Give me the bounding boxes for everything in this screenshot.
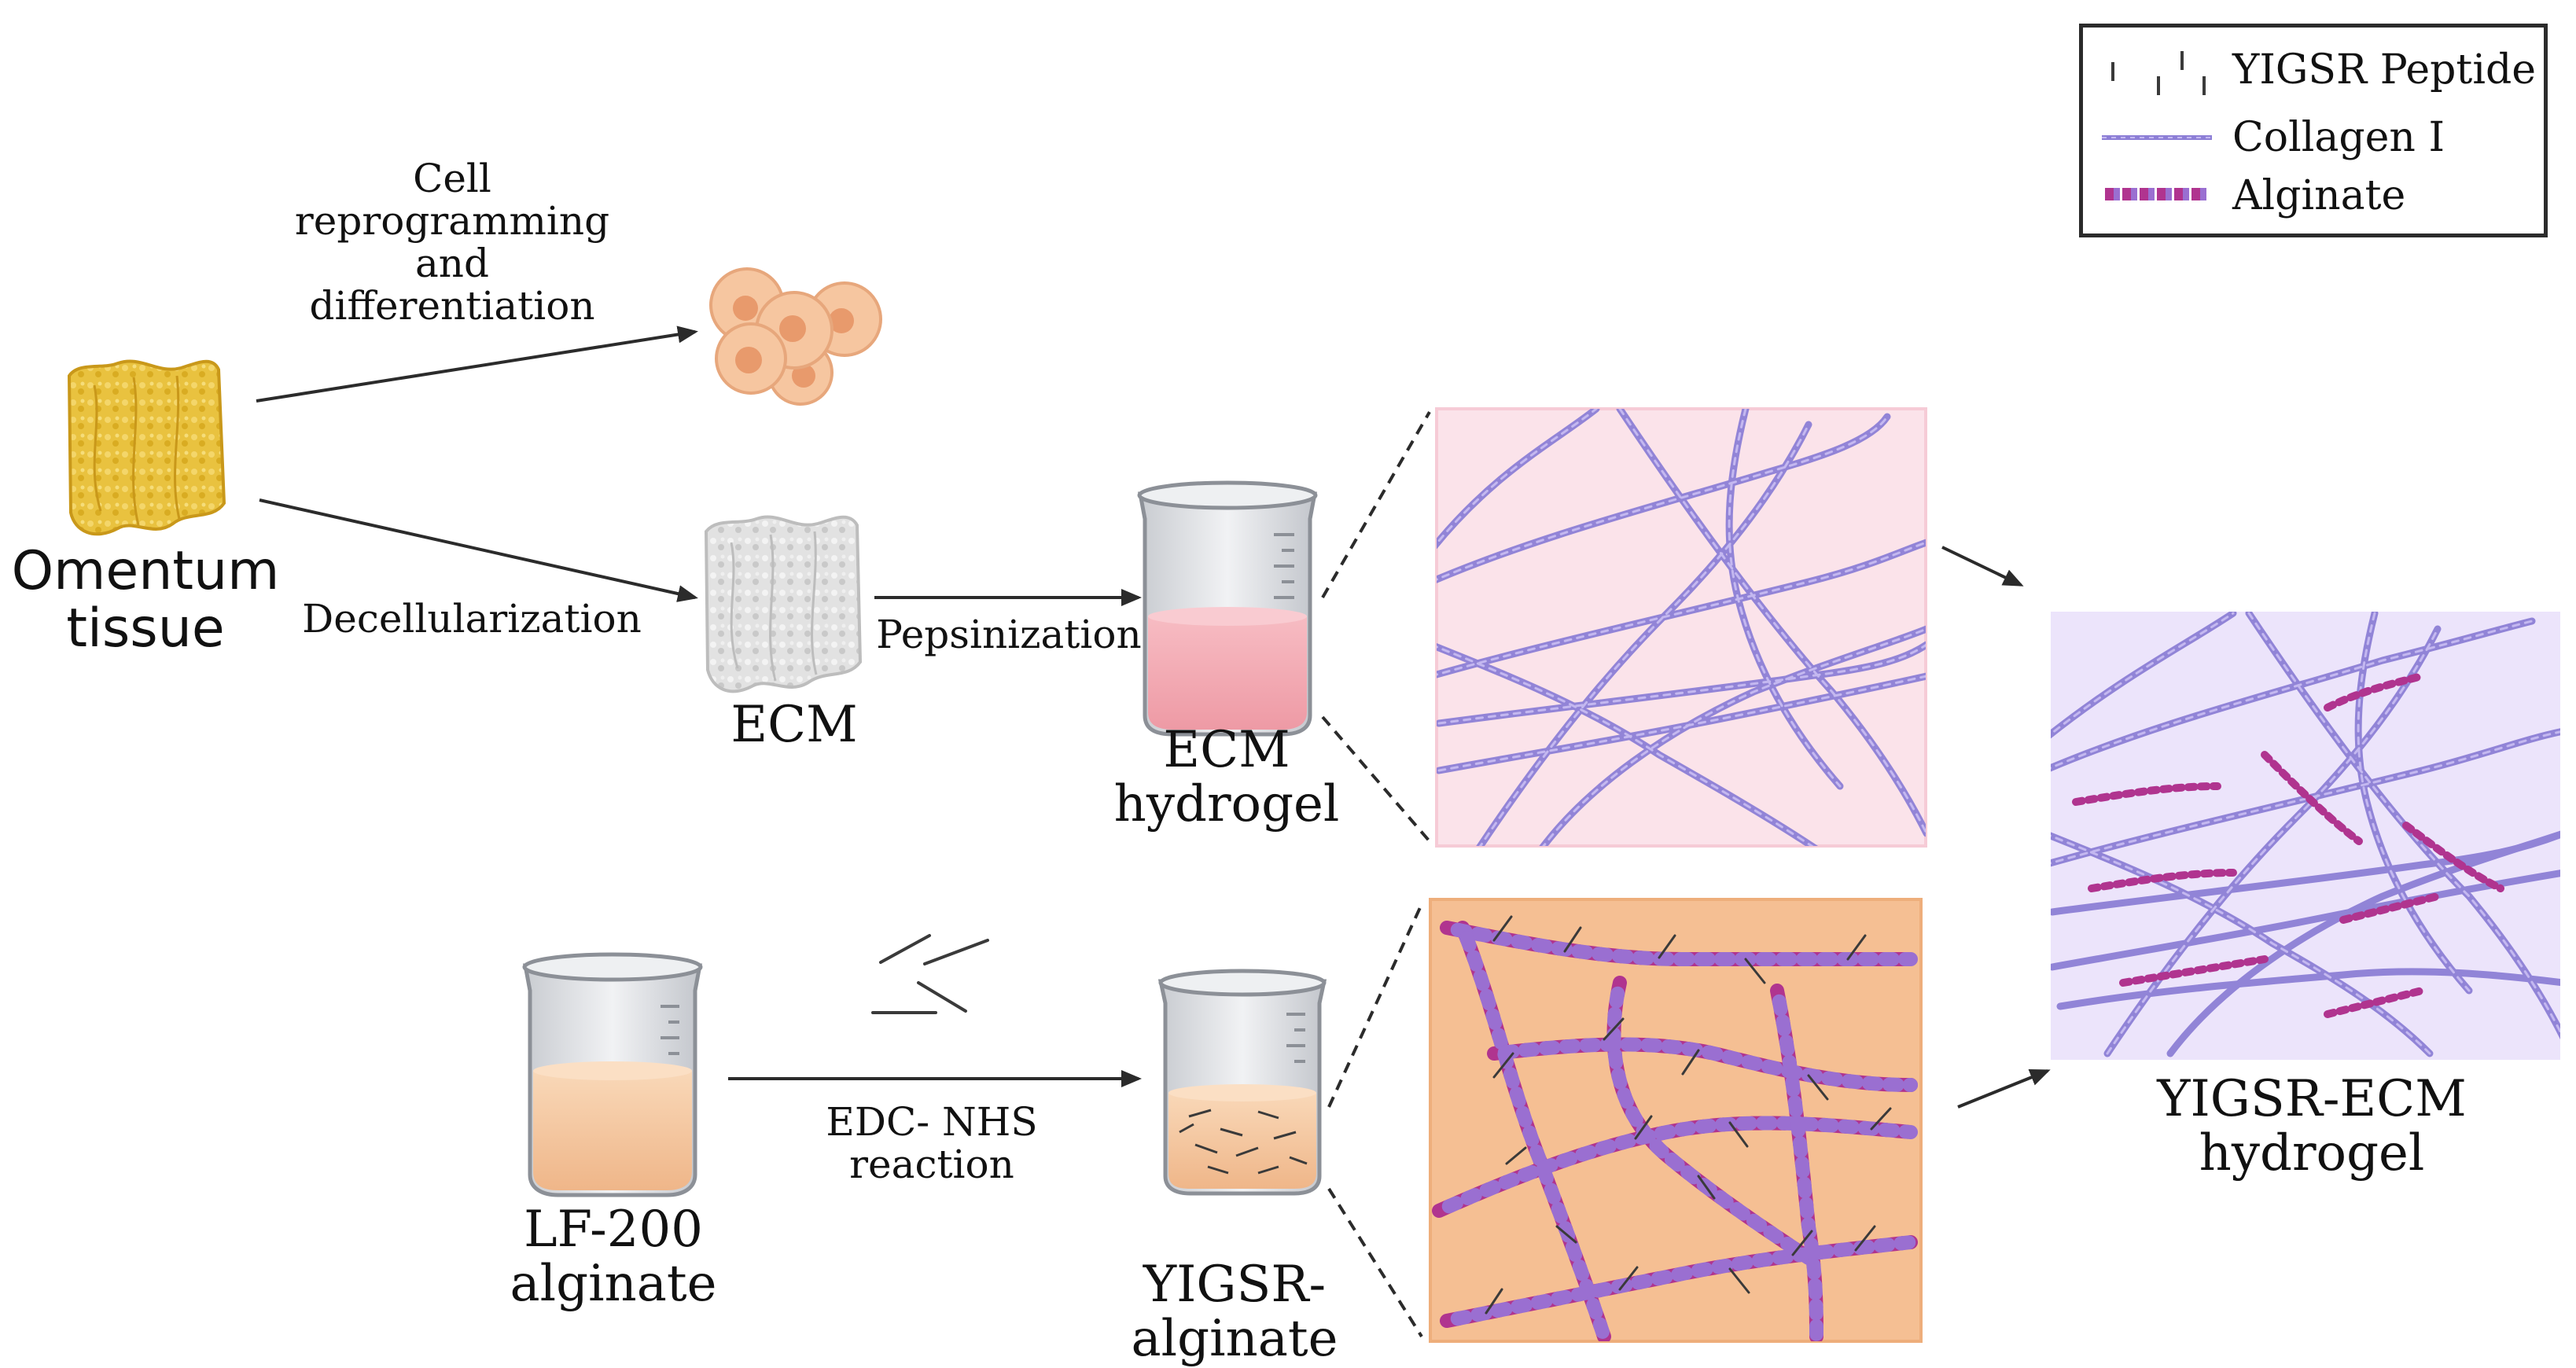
legend-item-peptide: YIGSR Peptide: [2083, 45, 2544, 100]
collagen-panel: [1435, 407, 1927, 848]
beaker-lf200-alginate: [522, 952, 703, 1197]
cell-cluster-icon: [709, 267, 882, 406]
alginate-panel: [1429, 898, 1923, 1343]
legend-label-collagen: Collagen I: [2232, 114, 2445, 161]
ecm-hydrogel-label: ECM hydrogel: [1113, 721, 1340, 834]
arrow-alginate-to-final: [1957, 1069, 2051, 1109]
legend-label-peptide: YIGSR Peptide: [2232, 46, 2537, 94]
lf200-alginate-label: LF-200 alginate: [510, 1201, 717, 1314]
pepsinization-label: Pepsinization: [876, 612, 1142, 657]
arrow-collagen-to-final: [1941, 546, 2024, 587]
ecm-scaffold-icon: [704, 515, 863, 693]
alginate-icon: [2105, 188, 2207, 200]
ecm-label: ECM: [730, 696, 858, 754]
zoom-lines: [1321, 411, 1431, 1338]
legend-item-alginate: Alginate: [2083, 171, 2544, 226]
edc-nhs-label: EDC- NHS reaction: [826, 1099, 1038, 1187]
legend-item-collagen: Collagen I: [2083, 112, 2544, 167]
decellularization-label: Decellularization: [302, 596, 642, 642]
collagen-icon: [2102, 135, 2212, 140]
omentum-tissue-icon: [67, 359, 226, 536]
legend: YIGSR Peptide Collagen I Alginate: [2079, 24, 2548, 237]
arrow-to-cells: [256, 325, 698, 403]
peptide-icon: [2111, 51, 2206, 95]
flow-arrows: [256, 325, 2051, 1109]
yigsr-ecm-hydrogel-label: YIGSR-ECM hydrogel: [2157, 1070, 2467, 1183]
beaker-yigsr-alginate: [1157, 969, 1327, 1196]
legend-label-alginate: Alginate: [2232, 172, 2406, 219]
omentum-tissue-label: Omentum tissue: [11, 540, 280, 660]
yigsr-ecm-panel: [2051, 612, 2560, 1060]
yigsr-alginate-label: YIGSR- alginate: [1131, 1256, 1338, 1368]
arrow-to-ecm: [259, 498, 698, 602]
peptide-fragments-icon: [871, 934, 989, 1014]
beaker-ecm-hydrogel: [1137, 480, 1318, 737]
cell-reprogramming-label: Cell reprogramming and differentiation: [294, 156, 610, 329]
